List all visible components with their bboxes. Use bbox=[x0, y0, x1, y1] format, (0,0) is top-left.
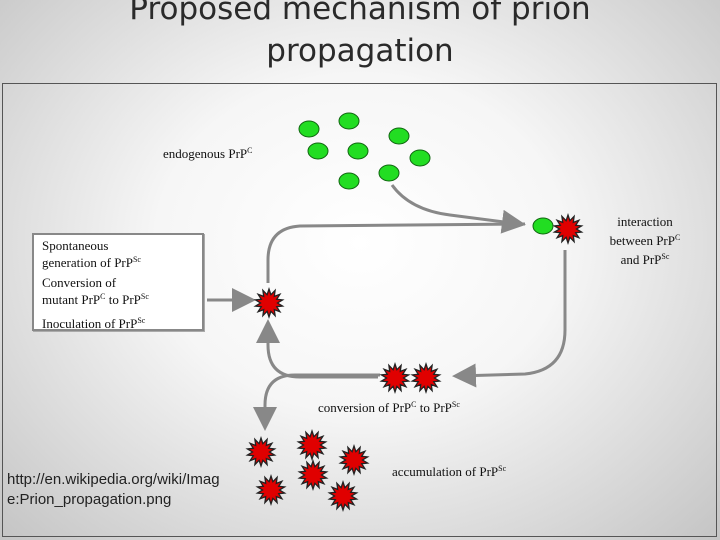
arrow-endogenous-to-interaction bbox=[390, 184, 526, 234]
prp-c-normal-7 bbox=[338, 172, 360, 190]
prp-c-normal-6 bbox=[409, 149, 431, 167]
interaction-line-1: interaction bbox=[617, 214, 673, 229]
interaction-line-2: between PrPC bbox=[590, 230, 700, 249]
endogenous-text: endogenous PrP bbox=[163, 146, 248, 161]
source-url: http://en.wikipedia.org/wiki/Image:Prion… bbox=[7, 471, 220, 508]
interaction-line-3-text: and PrP bbox=[620, 252, 662, 267]
conversion-label: conversion of PrPC to PrPSc bbox=[318, 397, 460, 416]
prp-sc-conversion-1 bbox=[379, 361, 411, 395]
prp-sc-accumulated-6 bbox=[327, 479, 359, 513]
prp-c-interaction bbox=[532, 217, 554, 235]
prp-c-normal-8 bbox=[378, 164, 400, 182]
interaction-line-2-sup: C bbox=[675, 233, 681, 242]
source-mutant-line-1: Conversion of bbox=[42, 275, 117, 290]
slide-title: Proposed mechanism of prion propagation bbox=[0, 0, 720, 72]
source-mutant-text: mutant PrP bbox=[42, 292, 101, 307]
title-line-1: Proposed mechanism of prion bbox=[129, 0, 591, 27]
prp-c-normal-4 bbox=[307, 142, 329, 160]
prp-sc-accumulated-5 bbox=[255, 473, 287, 507]
arrow-center-to-interaction bbox=[266, 222, 526, 283]
source-spontaneous: Spontaneous generation of PrPSc bbox=[42, 239, 141, 270]
prion-sources-box: Spontaneous generation of PrPSc Conversi… bbox=[32, 233, 204, 331]
source-spontaneous-line-1: Spontaneous bbox=[42, 238, 109, 253]
prp-sc-accumulated-4 bbox=[297, 458, 329, 492]
source-mutant-line-2: mutant PrPC to PrPSc bbox=[42, 290, 149, 307]
prp-sc-interaction bbox=[552, 212, 584, 246]
source-spontaneous-sup: Sc bbox=[132, 255, 141, 264]
interaction-label: interaction between PrPC and PrPSc bbox=[590, 214, 700, 268]
source-inoculation: Inoculation of PrPSc bbox=[42, 314, 145, 331]
conversion-text-1: conversion of PrP bbox=[318, 400, 412, 415]
interaction-line-3-sup: Sc bbox=[661, 252, 670, 261]
diagram-frame bbox=[2, 83, 717, 537]
source-mutant-sup-2: Sc bbox=[140, 292, 149, 301]
accumulation-text: accumulation of PrP bbox=[392, 464, 499, 479]
prp-c-normal-3 bbox=[388, 127, 410, 145]
endogenous-sup: C bbox=[247, 146, 253, 155]
conversion-sup-2: Sc bbox=[451, 400, 460, 409]
endogenous-label: endogenous PrPC bbox=[163, 143, 252, 162]
source-inoculation-sup: Sc bbox=[137, 316, 146, 325]
source-spontaneous-line-2: generation of PrPSc bbox=[42, 253, 141, 270]
prp-c-normal-1 bbox=[298, 120, 320, 138]
title-line-2: propagation bbox=[266, 33, 454, 69]
prp-c-normal-2 bbox=[338, 112, 360, 130]
conversion-sup-1: C bbox=[411, 400, 417, 409]
prp-sc-accumulated-1 bbox=[245, 435, 277, 469]
source-mutant: Conversion of mutant PrPC to PrPSc bbox=[42, 276, 149, 307]
source-mutant-sup-1: C bbox=[100, 292, 106, 301]
prp-sc-center bbox=[253, 286, 285, 320]
interaction-line-3: and PrPSc bbox=[590, 249, 700, 268]
arrow-interaction-to-conversion bbox=[452, 250, 567, 388]
prp-sc-conversion-2 bbox=[410, 361, 442, 395]
conversion-text-2: to PrP bbox=[416, 400, 452, 415]
arrow-conversion-to-accumulation bbox=[253, 373, 380, 431]
prp-sc-accumulated-2 bbox=[296, 428, 328, 462]
prp-c-normal-5 bbox=[347, 142, 369, 160]
source-inoculation-text: Inoculation of PrP bbox=[42, 316, 138, 331]
accumulation-label: accumulation of PrPSc bbox=[392, 461, 506, 480]
prp-sc-accumulated-3 bbox=[338, 443, 370, 477]
accumulation-sup: Sc bbox=[498, 464, 507, 473]
source-spontaneous-text: generation of PrP bbox=[42, 255, 133, 270]
source-mutant-mid: to PrP bbox=[105, 292, 141, 307]
arrow-conversion-to-center bbox=[256, 319, 378, 379]
interaction-line-2-text: between PrP bbox=[609, 233, 675, 248]
